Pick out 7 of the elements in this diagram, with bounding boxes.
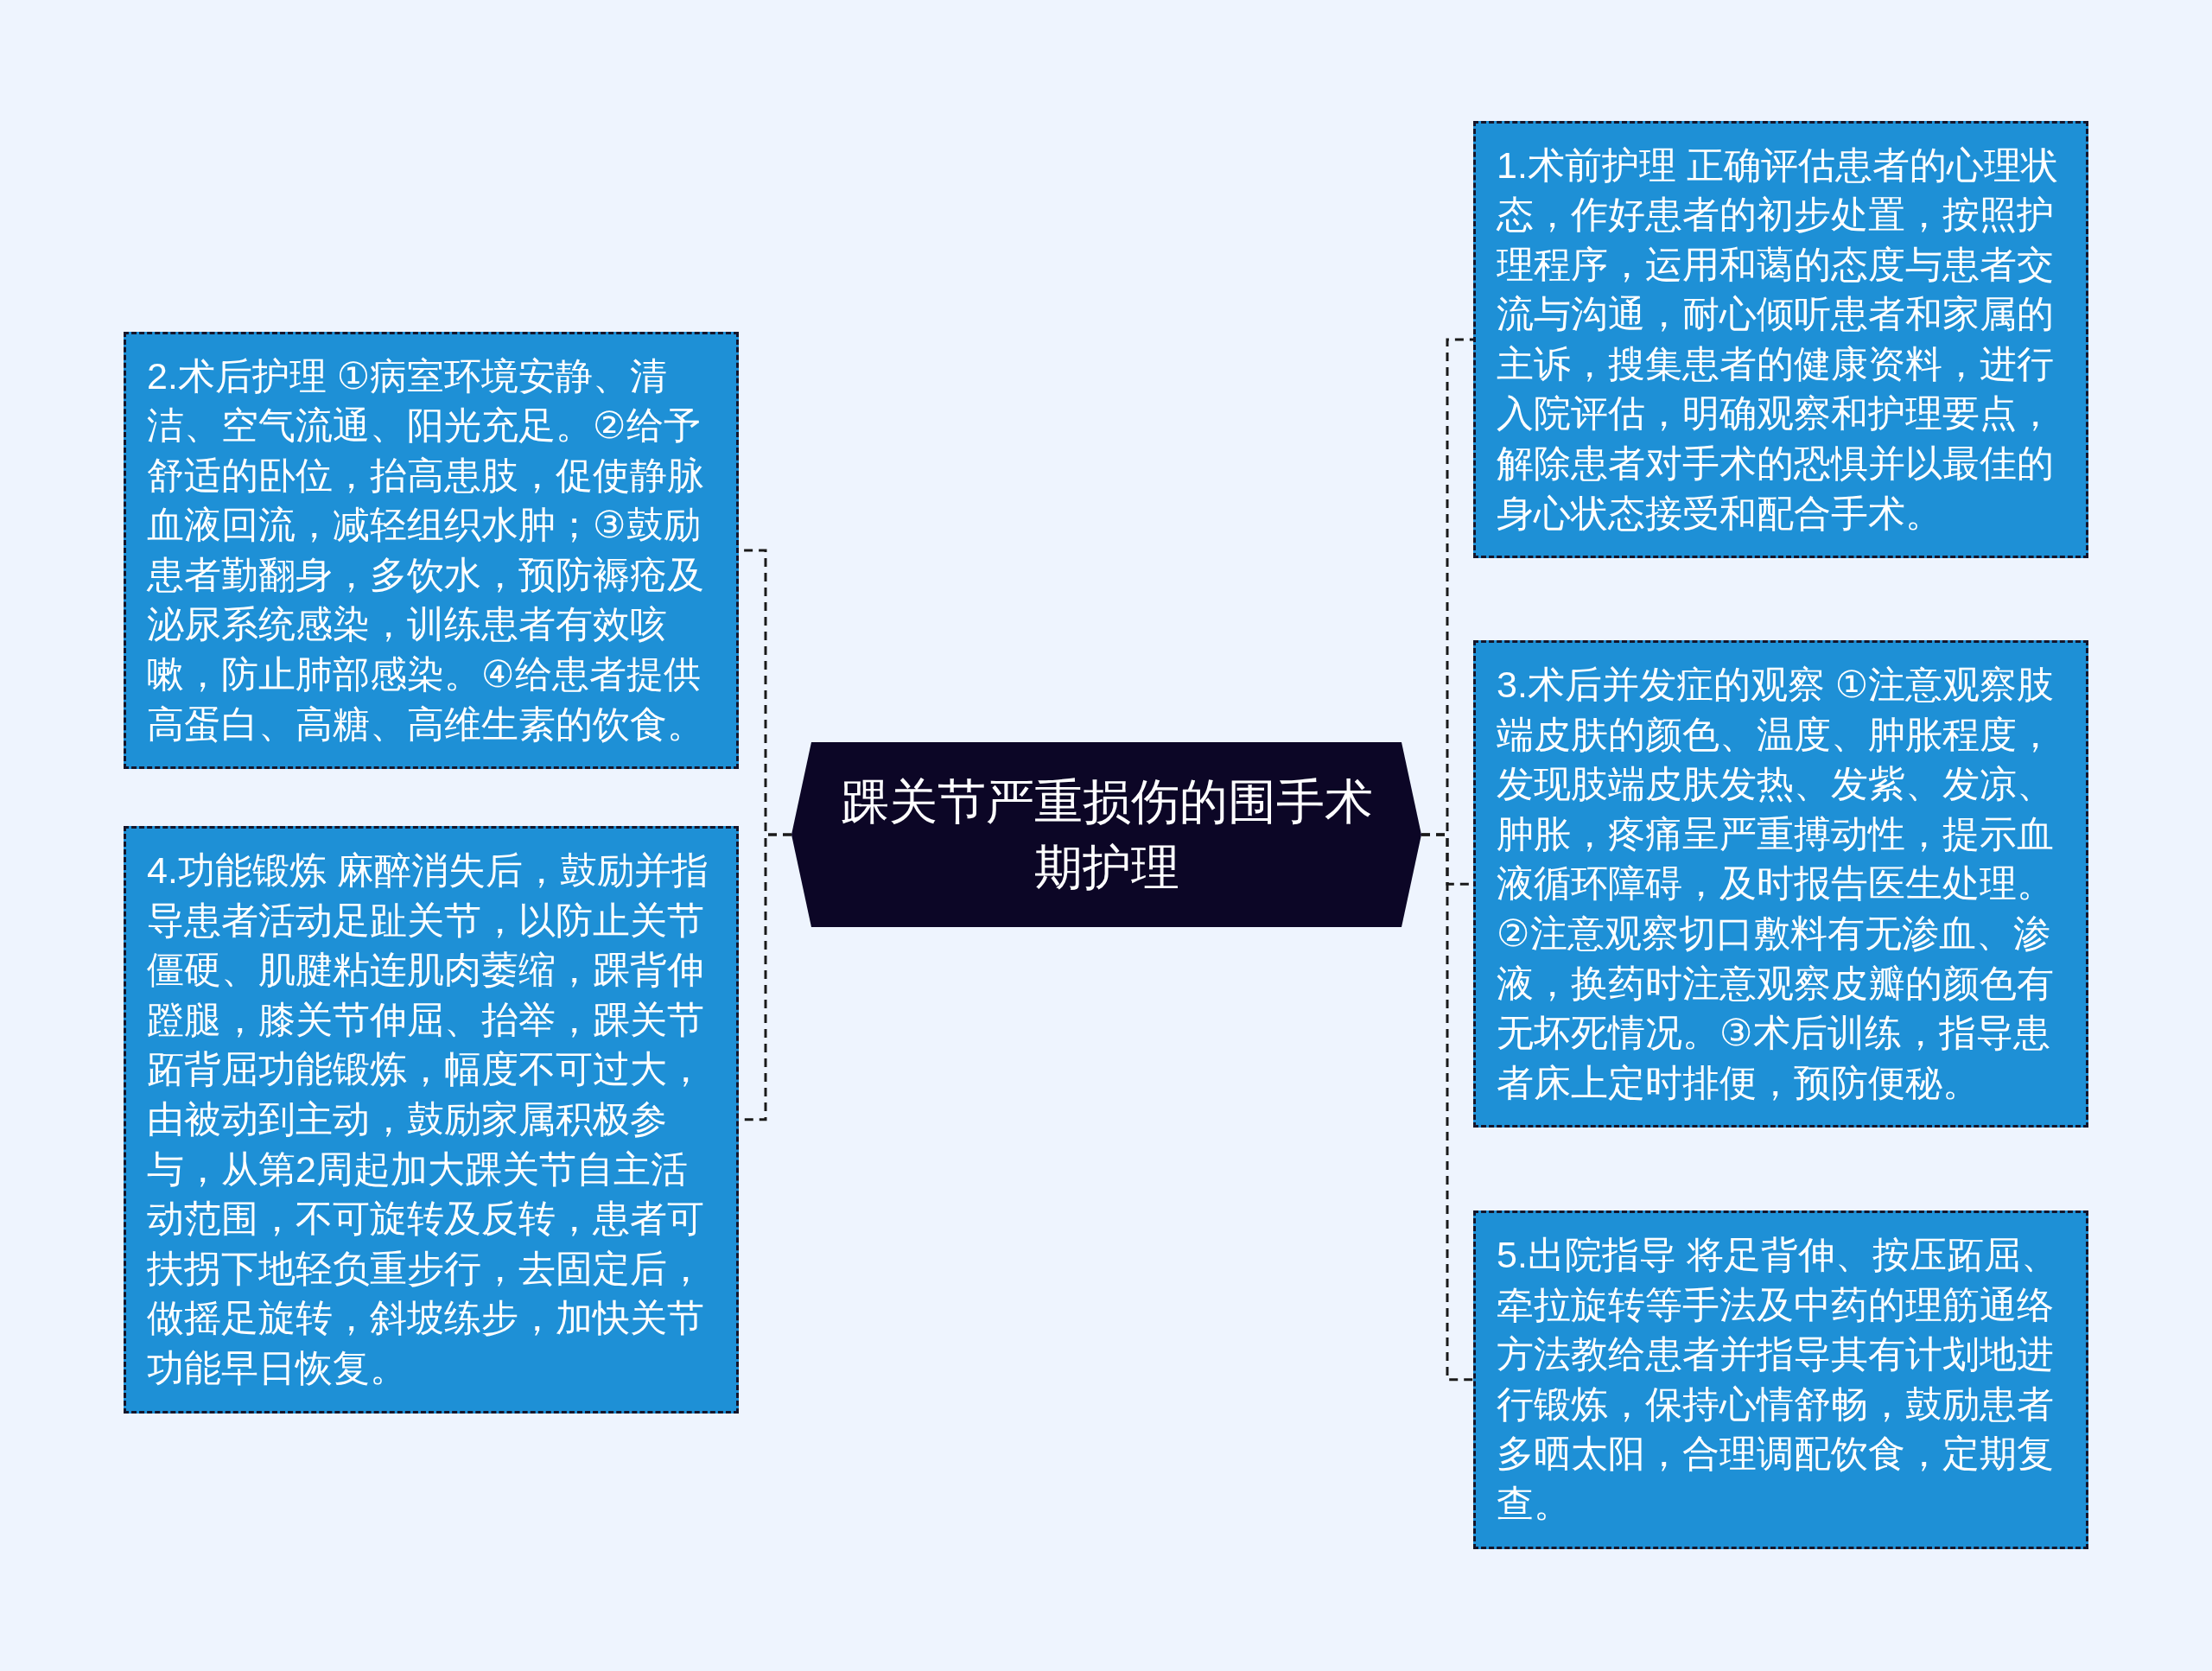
note-box: 3.术后并发症的观察 ①注意观察肢端皮肤的颜色、温度、肿胀程度，发现肢端皮肤发热、发紫、发凉、肿胀，疼痛呈严重搏动性，提示血液循环障碍，及时报告医生处理。②注意观察切口敷料有无渗血、渗液，换药时注意观察皮瓣的颜色有无坏死情况。③术后训练，指导患者床上定时排便，预防便秘。 xyxy=(1473,640,2088,1128)
topic-hexagon: 踝关节严重损伤的围手术期护理 xyxy=(791,742,1421,927)
note-box: 5.出院指导 将足背伸、按压跖屈、牵拉旋转等手法及中药的理筋通络方法教给患者并指导其有计划地进行锻炼，保持心情舒畅，鼓励患者多晒太阳，合理调配饮食，定期复查。 xyxy=(1473,1210,2088,1549)
note-box: 2.术后护理 ①病室环境安静、清洁、空气流通、阳光充足。②给予舒适的卧位，抬高患肢，促使静脉血液回流，减轻组织水肿；③鼓励患者勤翻身，多饮水，预防褥疮及泌尿系统感染，训练患者有效咳嗽，防止肺部感染。④给患者提供高蛋白、高糖、高维生素的饮食。 xyxy=(124,331,739,770)
note-box: 1.术前护理 正确评估患者的心理状态，作好患者的初步处置，按照护理程序，运用和蔼的态度与患者交流与沟通，耐心倾听患者和家属的主诉，搜集患者的健康资料，进行入院评估，明确观察和护理要点，解除患者对手术的恐惧并以最佳的身心状态接受和配合手术。 xyxy=(1473,120,2088,559)
connector-line xyxy=(1421,833,1473,1382)
note-box: 4.功能锻炼 麻醉消失后，鼓励并指导患者活动足趾关节，以防止关节僵硬、肌腱粘连肌肉萎缩，踝背伸蹬腿，膝关节伸屈、抬举，踝关节跖背屈功能锻炼，幅度不可过大，由被动到主动，鼓励家属积极参与，从第2周起加大踝关节自主活动范围，不可旋转及反转，患者可扶拐下地轻负重步行，去固定后，做摇足旋转，斜坡练步，加快关节功能早日恢复。 xyxy=(124,826,739,1414)
